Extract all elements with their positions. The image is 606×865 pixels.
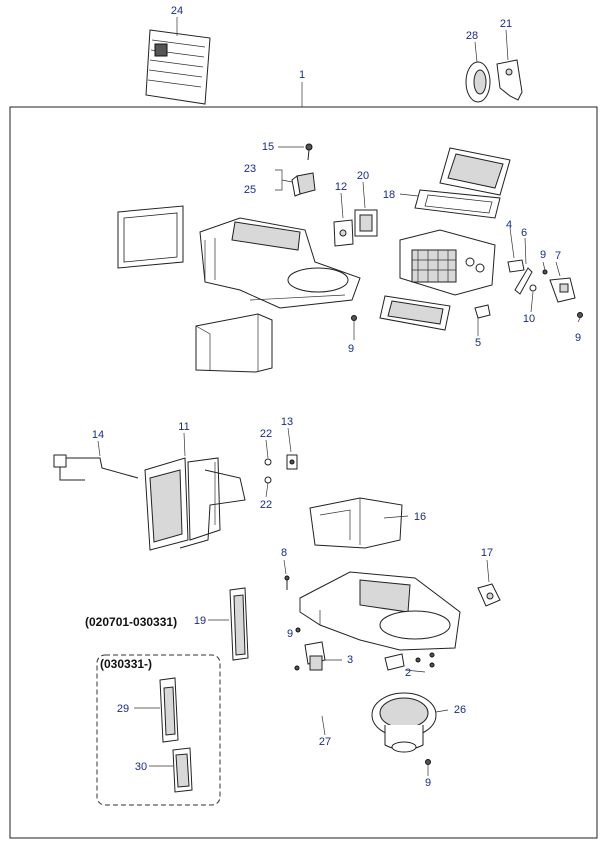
range-label-late: (030331-): [100, 657, 152, 671]
callout-3: 3: [347, 654, 353, 666]
callout-21: 21: [500, 18, 512, 30]
part-16-blower-duct: [309, 497, 409, 549]
callout-9-bottom: 9: [425, 777, 431, 789]
part-14-pipe: [53, 440, 139, 481]
part-9-screw-far-right: [577, 312, 583, 323]
part-4-bracket: [507, 227, 525, 273]
part-6-lever: [514, 237, 533, 295]
callout-27: 27: [319, 736, 331, 748]
callout-26: 26: [454, 704, 466, 716]
callout-29: 29: [117, 703, 129, 715]
callout-11: 11: [178, 421, 189, 433]
part-24-label-plate: [145, 17, 211, 105]
callout-12: 12: [335, 181, 347, 193]
callout-2: 2: [405, 667, 411, 679]
part-2-bracket: [384, 652, 435, 673]
part-15-screw: [278, 143, 313, 161]
variant-box: [96, 654, 221, 806]
callout-9-mid: 9: [287, 628, 293, 640]
part-9-screw-mid: [295, 627, 301, 633]
part-5-actuator: [474, 304, 491, 336]
part-7-actuator: [549, 261, 576, 303]
duct-lower-left: [195, 313, 273, 373]
callout-8: 8: [281, 547, 287, 559]
part-9-screw-right: [542, 261, 548, 275]
part-9-screw-upper: [351, 315, 357, 340]
door-frame-left: [117, 205, 184, 269]
callout-17: 17: [481, 547, 493, 559]
part-8-screw: [283, 559, 290, 590]
part-26-blower-motor: [371, 692, 449, 753]
intake-filter-plate: [379, 295, 451, 331]
part-9-screw-bottom: [425, 759, 431, 776]
part-21-bracket: [496, 29, 523, 101]
callout-23: 23: [244, 163, 256, 175]
part-22-o-ring: [264, 439, 272, 498]
part-23-25-resistor: [275, 169, 316, 197]
callout-14: 14: [92, 429, 104, 441]
callout-10: 10: [523, 313, 535, 325]
callout-13: 13: [281, 416, 293, 428]
callout-25: 25: [244, 184, 256, 196]
part-29-filter-frame: [134, 677, 179, 743]
callout-7: 7: [555, 250, 561, 262]
callout-9-upper: 9: [348, 343, 354, 355]
callout-9-far-right: 9: [575, 332, 581, 344]
part-27-hose: [306, 698, 342, 736]
callout-15: 15: [262, 141, 274, 153]
intake-box: [399, 229, 496, 296]
callout-30: 30: [135, 761, 147, 773]
callout-6: 6: [521, 227, 527, 239]
callout-18: 18: [383, 189, 395, 201]
range-label-early: (020701-030331): [85, 615, 177, 629]
part-17-block: [477, 559, 501, 607]
callout-22-bottom: 22: [260, 499, 272, 511]
part-18-filter-frame: [399, 147, 511, 219]
callout-28: 28: [466, 30, 478, 42]
callout-4: 4: [506, 219, 512, 231]
callout-19: 19: [194, 615, 206, 627]
part-20-seal: [354, 181, 378, 237]
part-13-clamp: [286, 427, 298, 470]
callout-20: 20: [357, 170, 369, 182]
callout-22-top: 22: [260, 428, 272, 440]
callout-24: 24: [171, 5, 183, 17]
callout-9-right: 9: [540, 249, 546, 261]
part-30-filter: [149, 747, 193, 793]
assembly-frame: [9, 106, 598, 839]
blower-case-lower: [299, 571, 461, 651]
part-3-bracket: [294, 641, 342, 671]
part-12-seal: [333, 192, 354, 247]
part-28-grommet: [465, 41, 491, 103]
part-19-filter: [208, 587, 249, 661]
callout-16: 16: [414, 511, 426, 523]
callout-1: 1: [299, 69, 305, 81]
part-10-clip: [529, 284, 537, 313]
callout-5: 5: [475, 337, 481, 349]
part-11-heater-core: [144, 432, 246, 551]
heater-case-upper: [199, 217, 361, 309]
